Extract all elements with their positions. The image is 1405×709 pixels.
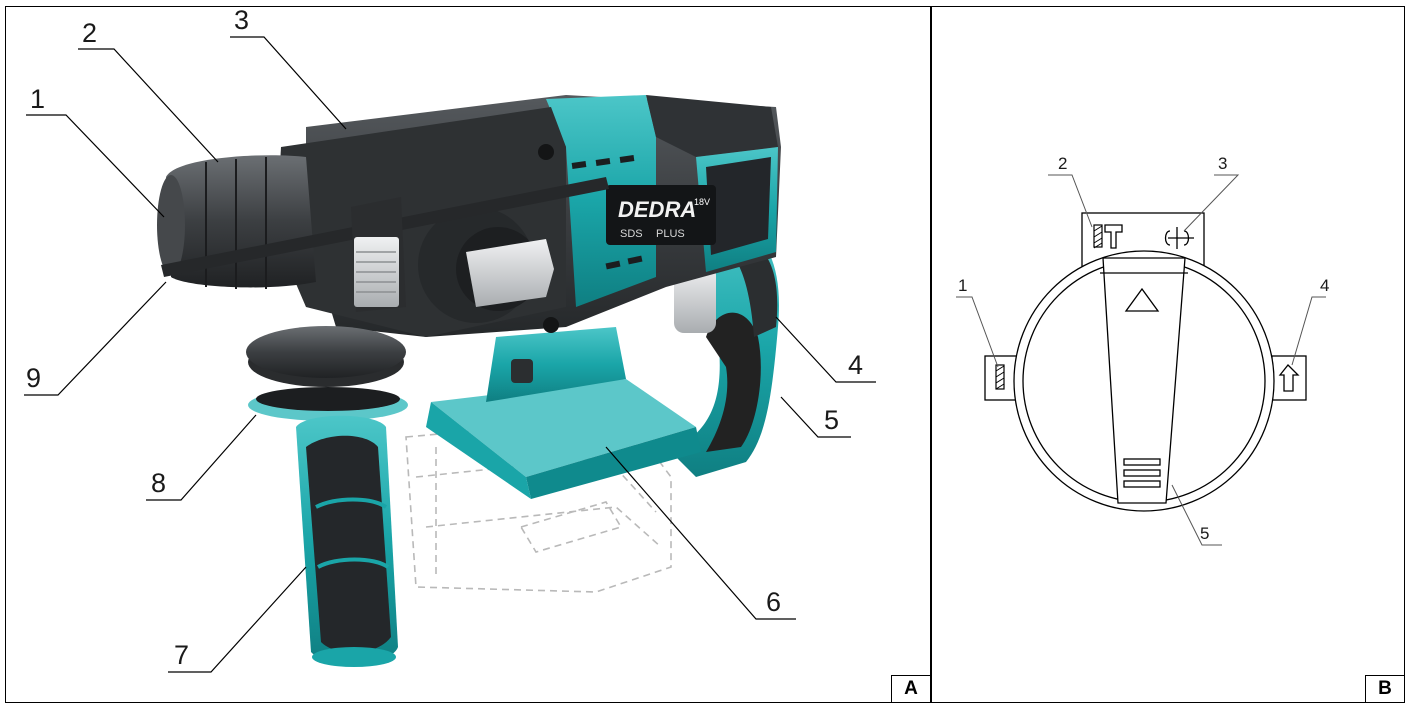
callout-b-1: 1 xyxy=(958,276,967,295)
callout-b-2: 2 xyxy=(1058,154,1067,173)
callout-numbers: 1 2 3 4 5 6 7 8 9 xyxy=(26,5,863,670)
panel-label-b: B xyxy=(1365,675,1405,703)
drill-mode-icon xyxy=(995,364,1005,390)
callout-leaders xyxy=(24,36,876,673)
badge-plus: PLUS xyxy=(656,228,685,240)
callout-4: 4 xyxy=(848,350,863,380)
hammer-drill-illustration: DEDRA 18V SDS PLUS xyxy=(24,5,876,673)
mode-selector-diagram: 1 2 3 4 5 xyxy=(956,154,1329,546)
badge-sds: SDS xyxy=(620,228,643,240)
chisel-mode-icon xyxy=(1278,364,1300,392)
chisel-adjust-mode-icon xyxy=(1164,227,1194,249)
callout-3: 3 xyxy=(234,7,249,35)
panel-label-a: A xyxy=(891,675,931,703)
hammer-drill-mode-icon xyxy=(1093,224,1123,249)
callout-7: 7 xyxy=(174,640,189,670)
figure-panel-a: DEDRA 18V SDS PLUS xyxy=(5,5,931,703)
callout-9: 9 xyxy=(26,363,41,393)
dial-knob xyxy=(1102,257,1186,504)
grip-lines-icon xyxy=(1123,458,1161,488)
depth-gauge-rod xyxy=(161,177,609,312)
callout-5: 5 xyxy=(824,405,839,435)
brand-logo: DEDRA xyxy=(618,197,696,222)
rear-handle xyxy=(671,218,780,477)
callout-numbers-b: 1 2 3 4 5 xyxy=(958,154,1329,543)
auxiliary-handle xyxy=(246,326,408,667)
callout-8: 8 xyxy=(151,468,166,498)
callout-6: 6 xyxy=(766,587,781,617)
figure-panel-b: 1 2 3 4 5 B xyxy=(931,6,1405,703)
callout-b-4: 4 xyxy=(1320,276,1329,295)
callout-1: 1 xyxy=(30,84,45,114)
left-mode-tab xyxy=(984,355,1020,401)
callout-2: 2 xyxy=(82,18,97,48)
callout-b-3: 3 xyxy=(1218,154,1227,173)
right-mode-tab xyxy=(1271,355,1307,401)
chuck xyxy=(157,155,316,289)
tool-base xyxy=(426,327,701,499)
voltage-label: 18V xyxy=(694,197,710,207)
callout-leaders-b xyxy=(956,174,1326,546)
callout-b-5: 5 xyxy=(1200,524,1209,543)
triangle-indicator-icon xyxy=(1124,287,1160,312)
